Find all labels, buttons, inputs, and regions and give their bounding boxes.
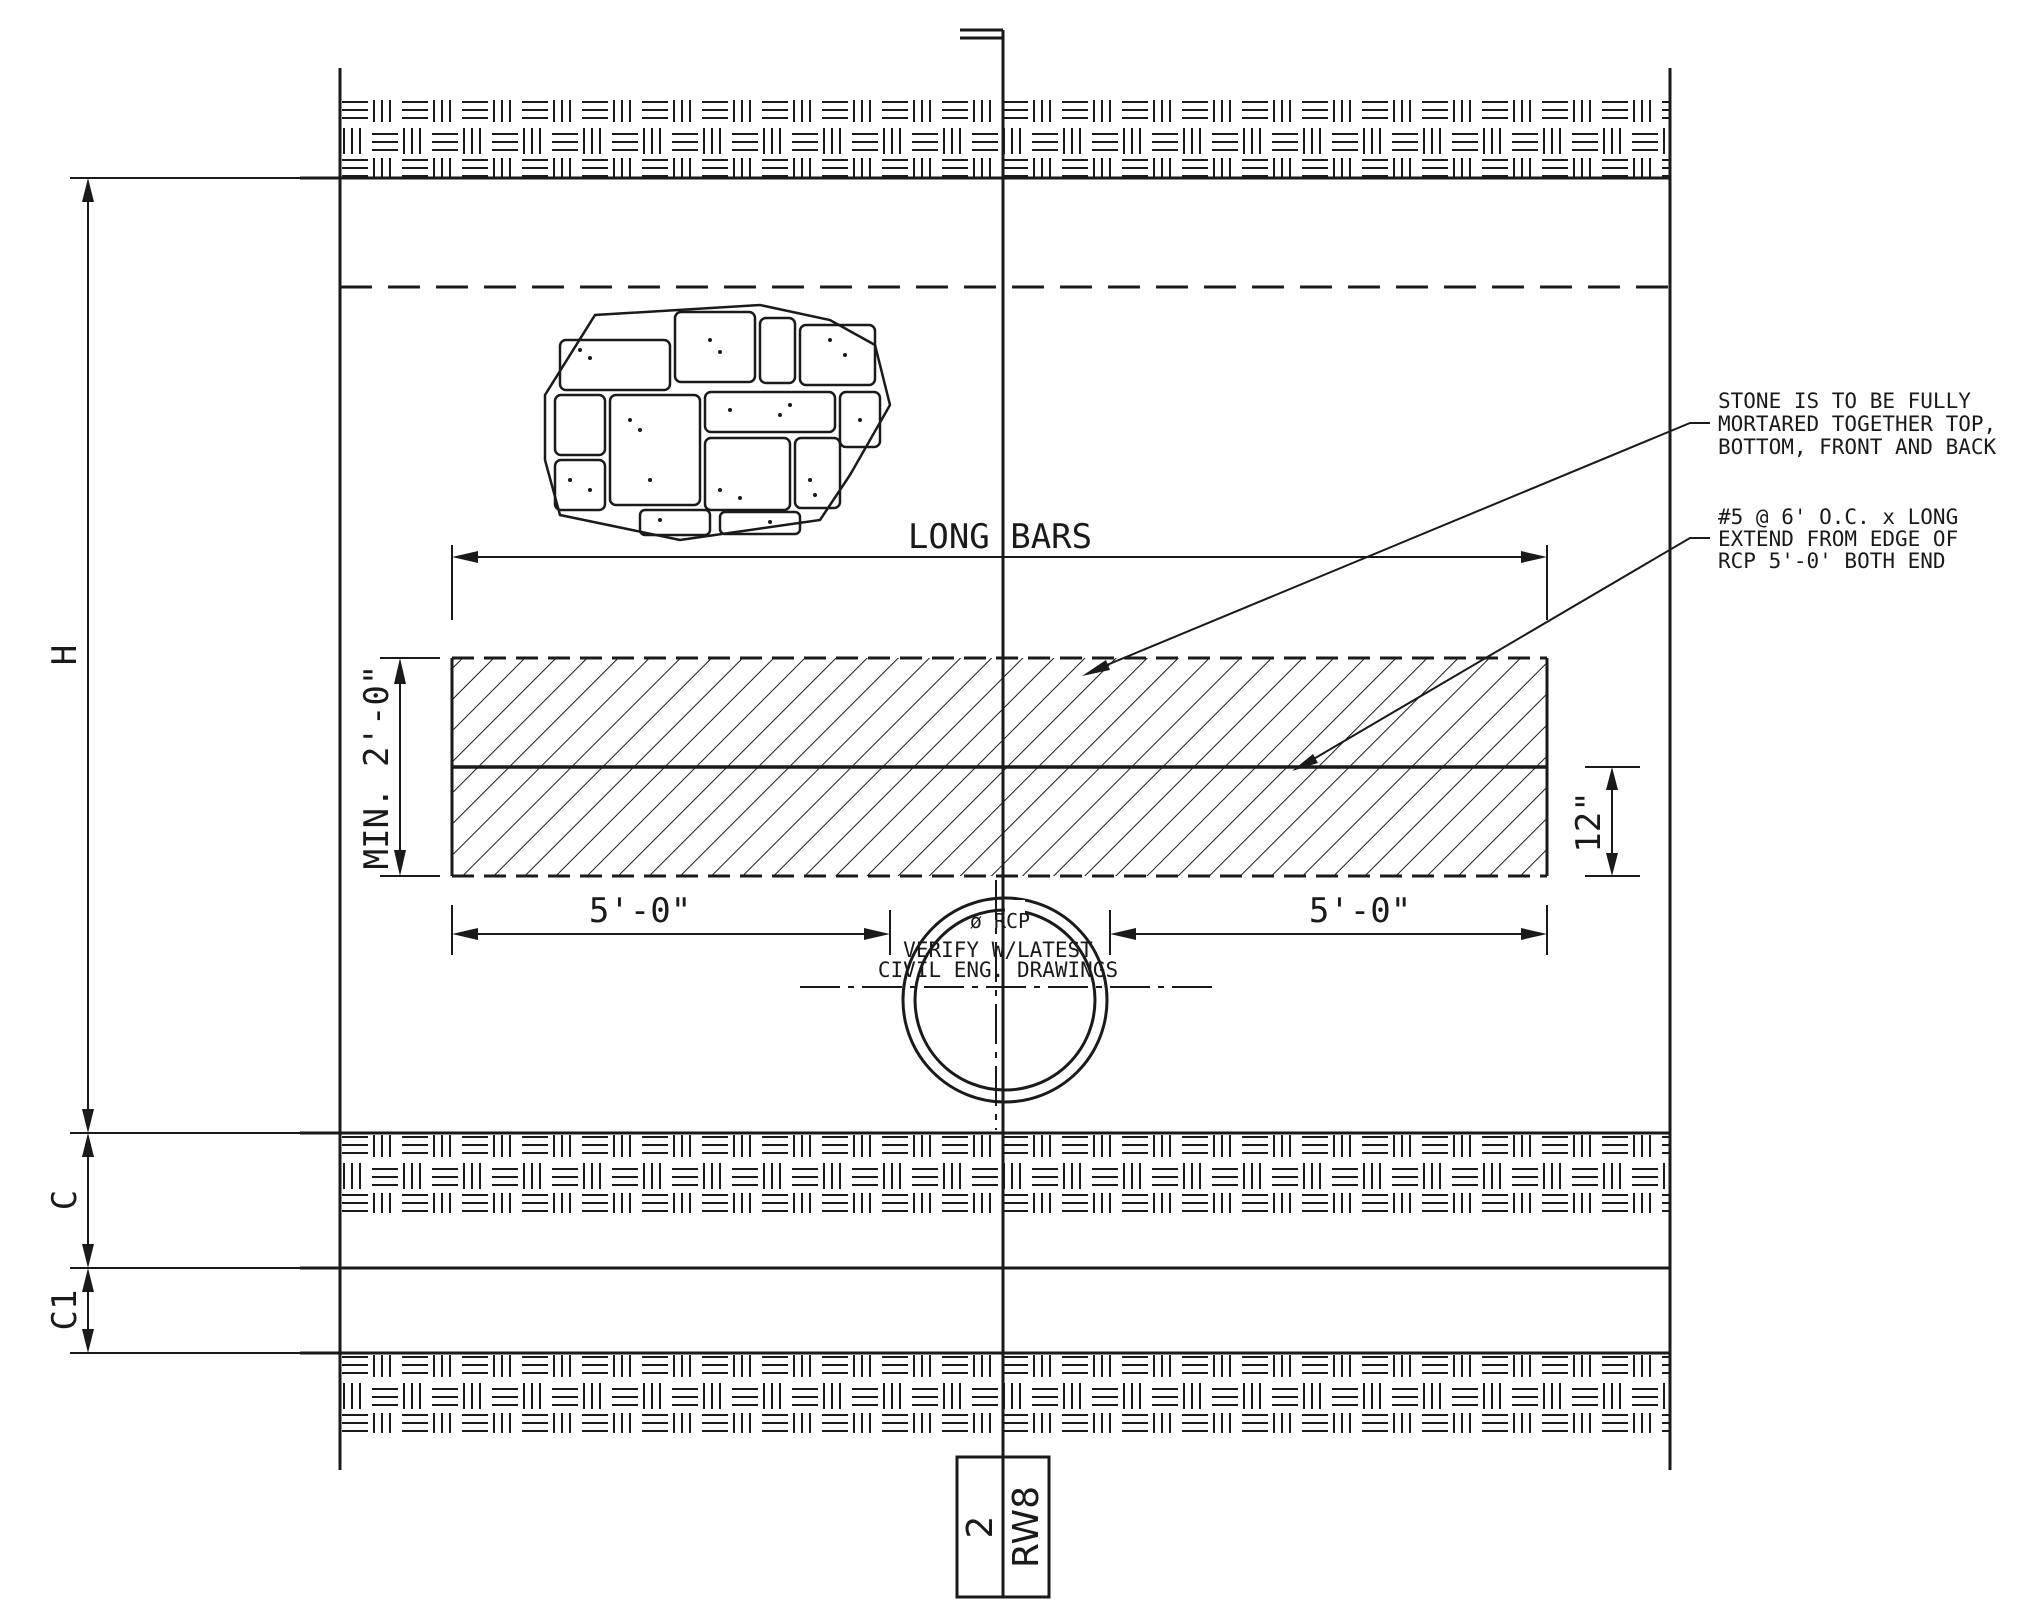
long-bars-label: LONG BARS [908,517,1092,557]
rebar-note-arrow [1292,754,1318,771]
pipe-label: ø RCP [970,909,1030,933]
rebar-note-line2: EXTEND FROM EDGE OF [1718,527,1958,551]
masonry-band-bottom [340,1353,1670,1433]
height-label: H [45,645,85,665]
stone-note-leader [1089,422,1710,673]
long-bars-dimension [451,510,1548,620]
stone-masonry-symbol [543,303,892,542]
section-cut-line [960,28,1005,1590]
rcp-pipe [800,880,1218,1130]
stone-note-line1: STONE IS TO BE FULLY [1718,389,1971,413]
verify-note-line1: VERIFY W/LATEST [903,938,1093,962]
stone-note-line3: BOTTOM, FRONT AND BACK [1718,435,1997,459]
cover-lower-label: C1 [45,1290,85,1331]
bar-spacing-label: 12" [1569,791,1609,852]
rebar-note-line3: RCP 5'-0' BOTH END [1718,549,1946,573]
left-extension-dimension: 5'-0" [589,891,691,931]
right-extension-dimension: 5'-0" [1309,891,1411,931]
bar-spacing-dimension [1585,766,1640,877]
masonry-band-top [340,98,1670,178]
stone-note-arrow [1082,660,1110,676]
section-sheet: RW8 [1006,1486,1047,1568]
min-height-label: MIN. 2'-0" [357,665,397,870]
cover-label: C [45,1190,85,1210]
stone-note-line2: MORTARED TOGETHER TOP, [1718,412,1996,436]
section-number: 2 [960,1516,1001,1539]
extension-dimensions [451,905,1548,955]
masonry-band-middle [340,1133,1670,1213]
min-height-dimension [380,657,440,877]
section-marker [955,1455,1051,1599]
left-dimension-chain [70,177,300,1354]
rebar-note-leader [1299,537,1710,768]
rebar-note-line1: #5 @ 6' O.C. x LONG [1718,505,1958,529]
verify-note-line2: CIVIL ENG. DRAWINGS [878,958,1118,982]
stone-texture-dots [568,338,862,524]
mortared-stone-zone-lower [452,768,1547,876]
mortared-stone-zone-upper [452,658,1547,766]
